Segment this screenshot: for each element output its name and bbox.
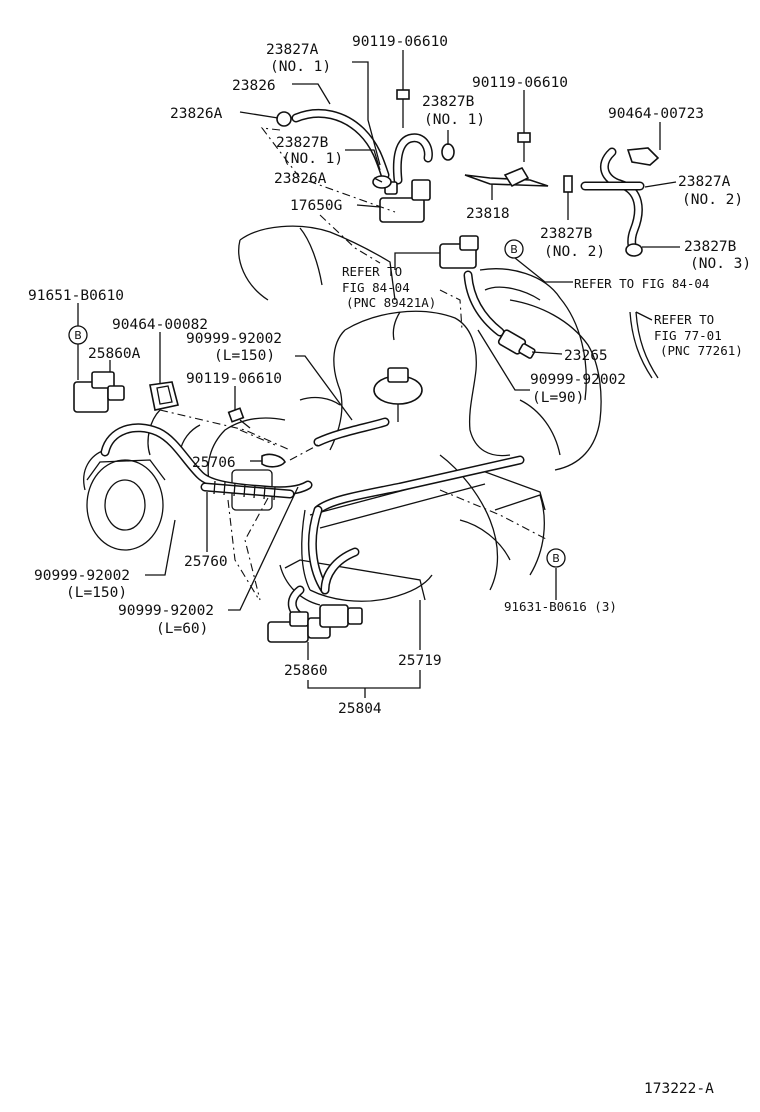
label-refer-1-a: REFER TO xyxy=(342,264,402,279)
label-refer-3-b: FIG 77-01 xyxy=(654,328,722,343)
label-23265: 23265 xyxy=(564,348,608,364)
label-23827B-no2-sub: (NO. 2) xyxy=(544,244,605,260)
bolt-icon xyxy=(396,89,410,128)
svg-text:B: B xyxy=(510,243,518,256)
label-17650G: 17650G xyxy=(290,198,342,214)
clamp-icon xyxy=(625,243,643,257)
vsv-valve-icon xyxy=(73,371,125,413)
label-90999-a: 90999-92002 xyxy=(186,331,282,347)
label-90464-mid: 90464-00082 xyxy=(112,317,208,333)
label-23827B-left-sub: (NO. 1) xyxy=(282,151,343,167)
label-90999-a-sub: (L=150) xyxy=(214,348,275,364)
label-90999-d: 90999-92002 xyxy=(118,603,214,619)
valve-icon xyxy=(497,329,536,359)
label-23826A-mid: 23826A xyxy=(274,171,327,187)
part-labels: 23827A (NO. 1) 90119-06610 23826 23826A … xyxy=(28,34,751,1097)
solenoid-icon xyxy=(319,604,363,628)
clip-icon xyxy=(261,453,286,468)
label-25719: 25719 xyxy=(398,653,442,669)
label-refer-1-c: (PNC 89421A) xyxy=(346,295,436,310)
label-90464-top: 90464-00723 xyxy=(608,106,704,122)
label-23827B-left: 23827B xyxy=(276,135,329,151)
leader-lines xyxy=(77,50,680,698)
label-25804: 25804 xyxy=(338,701,382,717)
clamp-icon xyxy=(441,143,455,161)
ref-marker-b-2: B xyxy=(504,239,524,259)
label-90999-d-sub: (L=60) xyxy=(156,621,208,637)
ref-marker-b-1: B xyxy=(68,325,88,345)
ref-marker-b-3: B xyxy=(546,548,566,568)
clamp-icon xyxy=(626,147,660,166)
label-90119-top: 90119-06610 xyxy=(352,34,448,50)
label-23827B-no2: 23827B xyxy=(540,226,593,242)
parts xyxy=(73,89,660,643)
label-91631: 91631-B0616 (3) xyxy=(504,599,617,614)
bolt-icon xyxy=(227,407,251,429)
label-23827B-no1-sub: (NO. 1) xyxy=(424,112,485,128)
hoses xyxy=(100,108,659,620)
actuator-icon xyxy=(373,367,423,422)
label-23826A-top: 23826A xyxy=(170,106,223,122)
label-refer-3-c: (PNC 77261) xyxy=(660,343,743,358)
label-23827A-no1-sub: (NO. 1) xyxy=(270,59,331,75)
dashed-reference-lines xyxy=(159,127,549,601)
label-90999-b: 90999-92002 xyxy=(530,372,626,388)
bolt-icon xyxy=(517,132,531,162)
label-23827A-no2: 23827A xyxy=(678,174,731,190)
label-23827B-no1: 23827B xyxy=(422,94,475,110)
bracket-icon xyxy=(464,174,549,187)
fitting-icon xyxy=(563,175,573,193)
label-23827A-no1: 23827A xyxy=(266,42,319,58)
label-25860A: 25860A xyxy=(88,346,141,362)
clip-icon xyxy=(276,111,292,127)
label-90999-c: 90999-92002 xyxy=(34,568,130,584)
label-90999-c-sub: (L=150) xyxy=(66,585,127,601)
label-23827B-no3: 23827B xyxy=(684,239,737,255)
label-25760: 25760 xyxy=(184,554,228,570)
label-23826: 23826 xyxy=(232,78,276,94)
label-90119-mid: 90119-06610 xyxy=(472,75,568,91)
label-23818: 23818 xyxy=(466,206,510,222)
diagram-id: 173222-A xyxy=(644,1081,714,1097)
label-23827A-no2-sub: (NO. 2) xyxy=(682,192,743,208)
label-refer-1-b: FIG 84-04 xyxy=(342,280,410,295)
label-23827B-no3-sub: (NO. 3) xyxy=(690,256,751,272)
label-90999-b-sub: (L=90) xyxy=(532,390,584,406)
label-refer-3-a: REFER TO xyxy=(654,312,714,327)
label-25706: 25706 xyxy=(192,455,236,471)
label-91651: 91651-B0610 xyxy=(28,288,124,304)
sensor-icon xyxy=(439,235,479,269)
label-25860: 25860 xyxy=(284,663,328,679)
svg-text:B: B xyxy=(74,329,82,342)
label-refer-2: REFER TO FIG 84-04 xyxy=(574,276,709,291)
label-90119-low: 90119-06610 xyxy=(186,371,282,387)
svg-text:B: B xyxy=(552,552,560,565)
